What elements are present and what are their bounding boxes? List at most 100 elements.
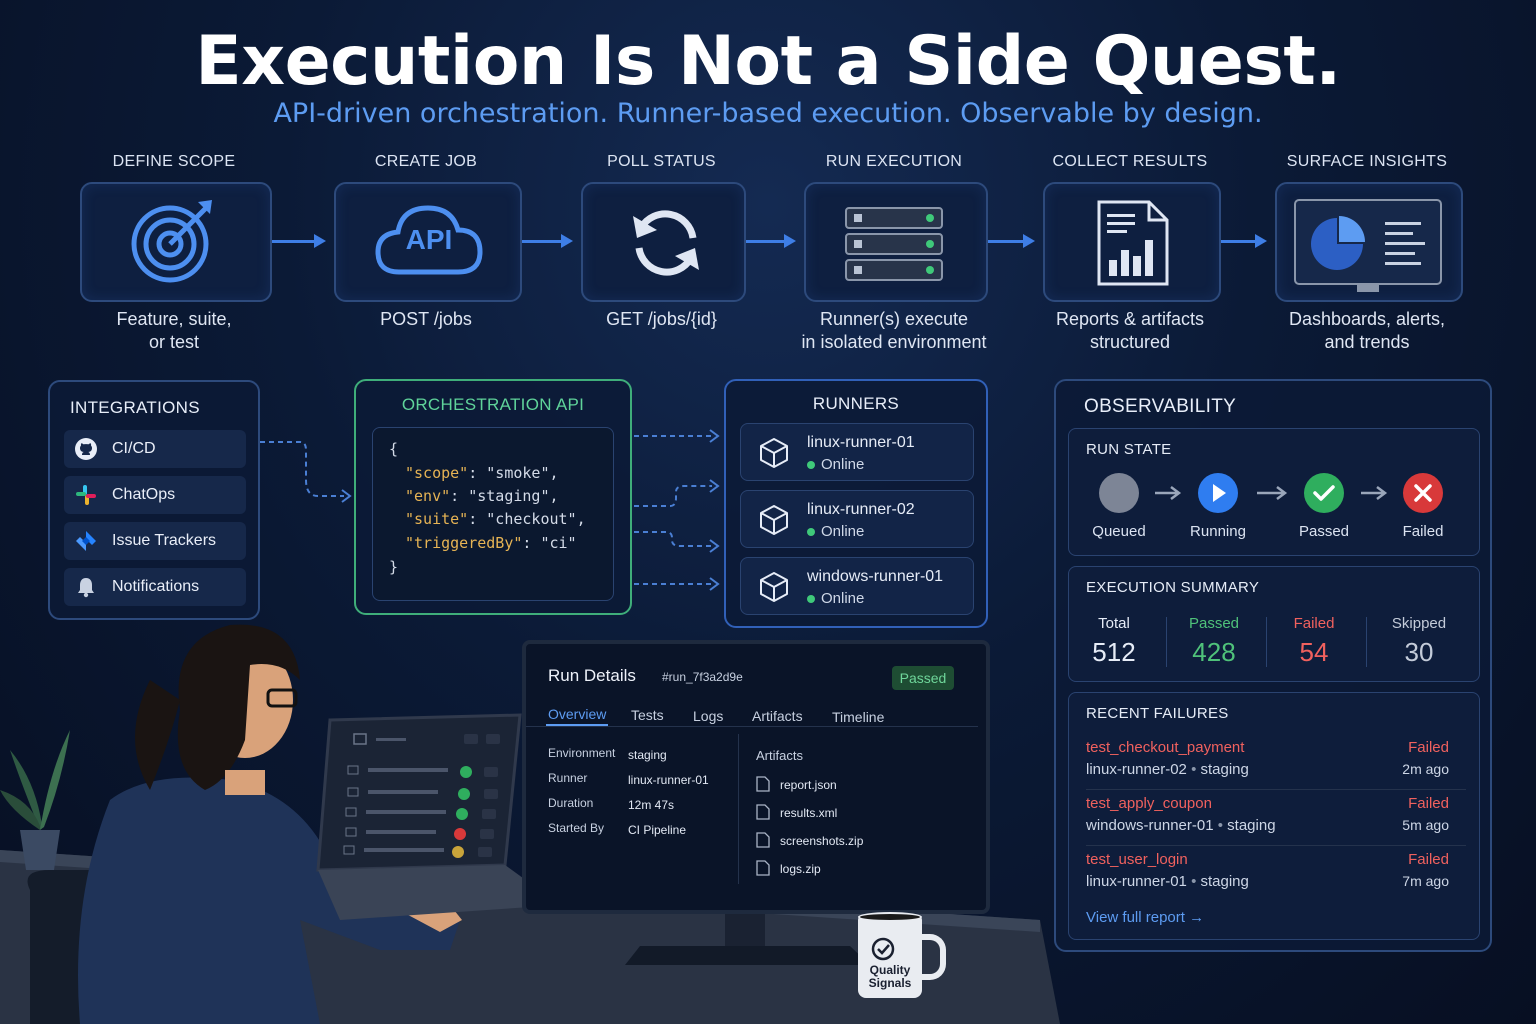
page-subtitle: API-driven orchestration. Runner-based e… xyxy=(273,98,1263,129)
code-key: "scope" xyxy=(405,464,469,482)
step-box xyxy=(804,182,988,302)
mug-line-1: Quality xyxy=(869,963,911,977)
mug-line-2: Signals xyxy=(868,976,912,990)
field-key: Started By xyxy=(548,821,605,835)
divider xyxy=(1366,617,1367,667)
code-block: { "scope": "smoke", "env": "staging", "s… xyxy=(372,427,614,601)
failure-runner: linux-runner-02 xyxy=(1086,761,1187,778)
runner-card[interactable]: linux-runner-01 Online xyxy=(740,423,974,481)
code-value: "smoke", xyxy=(486,464,559,482)
state-label: Queued xyxy=(1092,523,1146,540)
failure-runner: windows-runner-01 xyxy=(1086,817,1214,834)
active-tab-indicator xyxy=(546,724,608,726)
failure-env: staging xyxy=(1227,817,1276,834)
step-description-line: Feature, suite, xyxy=(116,309,232,329)
integration-item-notifications[interactable]: Notifications xyxy=(64,568,246,606)
flow-arrow xyxy=(746,234,796,248)
runner-status: Online xyxy=(821,590,865,607)
step-box xyxy=(80,182,272,302)
dashboard-monitor-icon xyxy=(1293,198,1443,299)
step-description-line: POST /jobs xyxy=(380,309,472,329)
tab-tests[interactable]: Tests xyxy=(631,707,664,723)
field-value: linux-runner-01 xyxy=(628,773,709,787)
failure-status: Failed xyxy=(1408,739,1449,756)
refresh-icon xyxy=(623,200,709,291)
slack-icon xyxy=(76,485,96,505)
field-value: staging xyxy=(628,748,667,762)
code-value: "checkout", xyxy=(486,510,586,528)
tab-artifacts[interactable]: Artifacts xyxy=(752,708,803,724)
integration-label: Issue Trackers xyxy=(112,532,217,549)
github-icon xyxy=(75,438,97,460)
api-icon-label: API xyxy=(405,224,453,255)
file-icon xyxy=(756,776,770,792)
target-icon xyxy=(128,196,218,291)
observability-title: OBSERVABILITY xyxy=(1084,396,1237,417)
failure-time: 5m ago xyxy=(1402,817,1449,833)
runner-card[interactable]: windows-runner-01 Online xyxy=(740,557,974,615)
workspace-illustration xyxy=(0,624,1060,1024)
running-state-icon xyxy=(1198,473,1238,513)
summary-label: Failed xyxy=(1293,615,1335,632)
runner-name: linux-runner-02 xyxy=(807,501,915,518)
failure-runner: linux-runner-01 xyxy=(1086,873,1187,890)
tab-overview[interactable]: Overview xyxy=(548,706,607,722)
integration-item-chatops[interactable]: ChatOps xyxy=(64,476,246,514)
separator-dot: • xyxy=(1217,817,1223,834)
field-key: Environment xyxy=(548,746,616,760)
step-description: POST /jobs xyxy=(296,308,556,331)
runner-connectors xyxy=(634,429,720,591)
tab-logs[interactable]: Logs xyxy=(693,708,724,724)
server-rack-icon xyxy=(842,204,946,289)
row-divider xyxy=(1086,845,1466,846)
step-description: Dashboards, alerts,and trends xyxy=(1237,308,1497,354)
view-full-report-link[interactable]: View full report → xyxy=(1086,909,1205,926)
tab-divider xyxy=(526,726,978,727)
step-description-line: GET /jobs/{id} xyxy=(606,309,717,329)
tab-timeline[interactable]: Timeline xyxy=(832,709,885,725)
code-key: "suite" xyxy=(405,510,469,528)
cube-icon xyxy=(760,572,788,602)
integration-item-issue-trackers[interactable]: Issue Trackers xyxy=(64,522,246,560)
arrow-right-icon xyxy=(1361,486,1388,500)
failure-meta: linux-runner-01 • staging xyxy=(1086,873,1249,890)
step-description-line: in isolated environment xyxy=(801,332,987,352)
step-description-line: structured xyxy=(1089,332,1171,352)
play-icon xyxy=(1213,484,1226,502)
observability-panel: OBSERVABILITY RUN STATE Queued Running P… xyxy=(1054,379,1492,952)
integration-item-cicd[interactable]: CI/CD xyxy=(64,430,246,468)
state-label: Passed xyxy=(1298,523,1350,540)
runner-status: Online xyxy=(821,456,865,473)
arrow-right-icon xyxy=(1257,486,1288,500)
online-status-dot xyxy=(807,461,815,469)
failure-time: 2m ago xyxy=(1402,761,1449,777)
artifact-name: logs.zip xyxy=(780,862,821,876)
step-label: COLLECT RESULTS xyxy=(1052,153,1208,170)
quality-signals-mug: Quality Signals xyxy=(858,912,946,1000)
failure-meta: windows-runner-01 • staging xyxy=(1086,817,1276,834)
code-line: "env": "staging", xyxy=(405,487,559,505)
step-box: API xyxy=(334,182,522,302)
runner-card[interactable]: linux-runner-02 Online xyxy=(740,490,974,548)
step-box xyxy=(1275,182,1463,302)
run-details-title: Run Details xyxy=(548,666,636,685)
runner-name: linux-runner-01 xyxy=(807,434,915,451)
queued-state-icon xyxy=(1099,473,1139,513)
failed-state-icon xyxy=(1403,473,1443,513)
code-line: "scope": "smoke", xyxy=(405,464,559,482)
online-status-dot xyxy=(807,595,815,603)
integration-label: Notifications xyxy=(112,578,200,595)
code-value: "ci" xyxy=(540,534,577,552)
step-description-line: Dashboards, alerts, xyxy=(1288,309,1446,329)
step-description: GET /jobs/{id} xyxy=(532,308,792,331)
code-key: "triggeredBy" xyxy=(405,534,523,552)
row-divider xyxy=(1086,789,1466,790)
integration-connector xyxy=(260,441,352,503)
bell-icon xyxy=(78,578,94,598)
code-line: "suite": "checkout", xyxy=(405,510,586,528)
code-value: "staging", xyxy=(468,487,559,505)
